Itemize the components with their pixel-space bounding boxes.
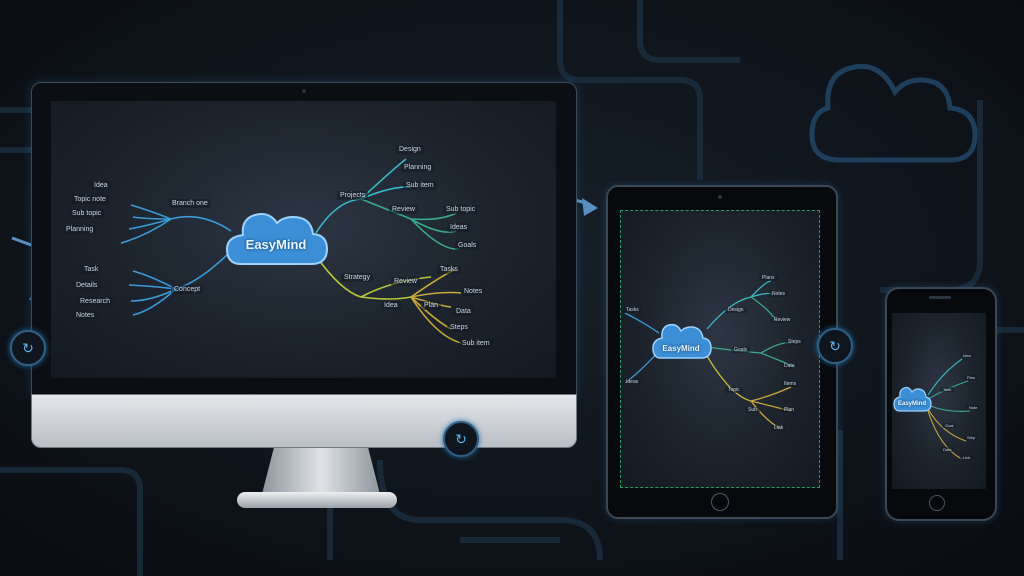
desktop-monitor: EasyMind Branch one Idea Topic note Sub … bbox=[31, 82, 577, 448]
desktop-node[interactable]: Data bbox=[453, 307, 474, 316]
desktop-node[interactable]: Topic note bbox=[71, 195, 109, 204]
tablet-node[interactable]: Review bbox=[771, 317, 794, 323]
phone-speaker bbox=[929, 296, 951, 299]
phone-node[interactable]: Data bbox=[940, 447, 955, 452]
desktop-node[interactable]: Notes bbox=[73, 311, 98, 320]
desktop-node[interactable]: Review bbox=[391, 277, 420, 286]
sync-glyph: ↻ bbox=[455, 431, 467, 447]
desktop-node[interactable]: Tasks bbox=[437, 265, 461, 274]
desktop-node[interactable]: Idea bbox=[381, 301, 401, 310]
desktop-node[interactable]: Planning bbox=[401, 163, 435, 172]
desktop-node[interactable]: Plan bbox=[421, 301, 442, 310]
desktop-node[interactable]: Task bbox=[81, 265, 102, 274]
desktop-node[interactable]: Sub topic bbox=[443, 205, 479, 214]
phone-mindmap-branches bbox=[927, 358, 971, 460]
desktop-center-label[interactable]: EasyMind bbox=[245, 237, 307, 252]
tablet-node[interactable]: Goals bbox=[731, 347, 751, 353]
monitor-camera bbox=[302, 89, 306, 93]
sync-glyph: ↻ bbox=[829, 338, 841, 354]
desktop-node[interactable]: Sub item bbox=[403, 181, 437, 190]
desktop-node[interactable]: Design bbox=[396, 145, 424, 154]
sync-glyph: ↻ bbox=[22, 340, 34, 356]
desktop-node[interactable]: Goals bbox=[455, 241, 480, 250]
desktop-node[interactable]: Research bbox=[77, 297, 113, 306]
tablet-center-cloud bbox=[652, 323, 712, 359]
phone-node[interactable]: Idea bbox=[960, 353, 974, 358]
phone-center-label[interactable]: EasyMind bbox=[897, 401, 926, 407]
desktop-node[interactable]: Steps bbox=[447, 323, 471, 332]
desktop-center-cloud bbox=[225, 213, 329, 265]
desktop-node[interactable]: Idea bbox=[91, 181, 111, 190]
tablet-node[interactable]: Design bbox=[725, 307, 747, 313]
desktop-screen: EasyMind Branch one Idea Topic note Sub … bbox=[51, 101, 556, 378]
tablet-node[interactable]: Link bbox=[771, 425, 787, 431]
desktop-node[interactable]: Notes bbox=[461, 287, 486, 296]
tablet-center-label[interactable]: EasyMind bbox=[662, 344, 700, 353]
phone-node[interactable]: Step bbox=[964, 435, 979, 440]
desktop-node[interactable]: Branch one bbox=[169, 199, 211, 208]
desktop-node[interactable]: Sub item bbox=[459, 339, 493, 348]
tablet-screen: EasyMind Tasks Ideas Plans Notes Design … bbox=[620, 210, 820, 488]
desktop-node[interactable]: Ideas bbox=[447, 223, 471, 232]
tablet-home-button[interactable] bbox=[711, 493, 729, 511]
tablet-node[interactable]: Notes bbox=[769, 291, 789, 297]
tablet-camera bbox=[718, 195, 722, 199]
desktop-node[interactable]: Projects bbox=[337, 191, 369, 200]
tablet-node[interactable]: Sub bbox=[745, 407, 760, 413]
tablet-node[interactable]: Topic bbox=[725, 387, 743, 393]
desktop-node[interactable]: Strategy bbox=[341, 273, 374, 282]
desktop-node[interactable]: Details bbox=[73, 281, 101, 290]
desktop-node[interactable]: Concept bbox=[171, 285, 204, 294]
monitor-chin bbox=[31, 394, 577, 448]
phone-node[interactable]: Plan bbox=[964, 375, 979, 380]
sync-icon[interactable]: ↻ bbox=[443, 421, 479, 457]
phone-center-cloud bbox=[893, 386, 932, 412]
phone-node[interactable]: Note bbox=[966, 405, 981, 410]
phone-node[interactable]: Link bbox=[960, 455, 974, 460]
phone-screen: EasyMind Idea Plan Task Note Goal Step D… bbox=[892, 313, 986, 489]
phone-node[interactable]: Task bbox=[940, 387, 955, 392]
tablet-node[interactable]: Plans bbox=[759, 275, 778, 281]
tablet-node[interactable]: Plan bbox=[781, 407, 798, 413]
tablet-node[interactable]: Items bbox=[781, 381, 800, 387]
desktop-node[interactable]: Planning bbox=[63, 225, 97, 234]
phone-node[interactable]: Goal bbox=[942, 423, 957, 428]
monitor-stand-neck bbox=[262, 448, 380, 494]
tablet-node[interactable]: Steps bbox=[785, 339, 804, 345]
tablet-node[interactable]: Ideas bbox=[623, 379, 642, 385]
desktop-node[interactable]: Review bbox=[389, 205, 418, 214]
desktop-node[interactable]: Sub topic bbox=[69, 209, 105, 218]
tablet-node[interactable]: Data bbox=[781, 363, 798, 369]
tablet-node[interactable]: Tasks bbox=[623, 307, 642, 313]
cloud-icon bbox=[809, 64, 978, 163]
phone-home-button[interactable] bbox=[929, 495, 945, 511]
monitor-stand-base bbox=[237, 492, 397, 508]
sync-icon[interactable]: ↻ bbox=[817, 328, 853, 364]
sync-icon[interactable]: ↻ bbox=[10, 330, 46, 366]
